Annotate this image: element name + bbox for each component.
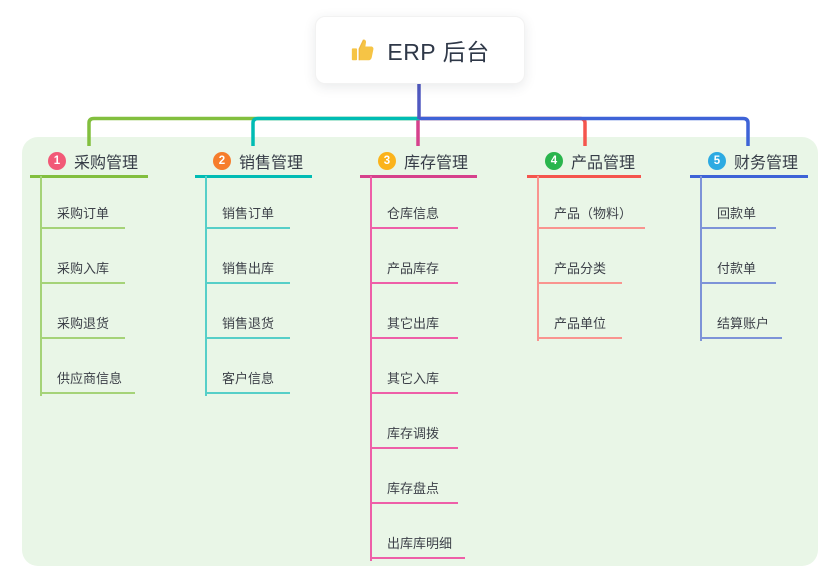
branch-header-finance[interactable]: 5 财务管理 [690,147,808,178]
child-node[interactable]: 产品库存 [370,260,458,284]
child-node[interactable]: 销售出库 [205,260,290,284]
badge-2: 2 [213,152,231,170]
child-node[interactable]: 客户信息 [205,370,290,394]
child-node[interactable]: 库存调拨 [370,425,458,449]
child-node[interactable]: 出库库明细 [370,535,466,559]
branch-title: 财务管理 [734,155,799,172]
child-node[interactable]: 其它入库 [370,370,458,394]
branches-panel [22,137,818,566]
root-title: ERP 后台 [387,39,490,65]
child-node[interactable]: 销售订单 [205,205,290,229]
child-node[interactable]: 其它出库 [370,315,458,339]
thumbs-up-icon [352,39,374,61]
child-node[interactable]: 销售退货 [205,315,290,339]
child-node[interactable]: 供应商信息 [40,370,136,394]
child-node[interactable]: 产品（物料） [537,205,646,229]
branch-line [40,176,42,396]
child-node[interactable]: 仓库信息 [370,205,458,229]
branch-header-inventory[interactable]: 3 库存管理 [360,147,477,178]
branch-title: 采购管理 [74,155,139,172]
branch-header-product[interactable]: 4 产品管理 [527,147,641,178]
branch-header-purchase[interactable]: 1 采购管理 [30,147,148,178]
branch-line [205,176,207,396]
child-node[interactable]: 结算账户 [700,315,783,339]
child-node[interactable]: 采购订单 [40,205,125,229]
root-node[interactable]: ERP 后台 [315,16,525,84]
child-node[interactable]: 库存盘点 [370,480,458,504]
child-node[interactable]: 付款单 [700,260,776,284]
branch-title: 库存管理 [404,155,469,172]
badge-1: 1 [48,152,66,170]
branch-title: 销售管理 [239,155,304,172]
branch-line [370,176,372,561]
child-node[interactable]: 采购退货 [40,315,125,339]
child-node[interactable]: 产品分类 [537,260,622,284]
branch-line [537,176,539,341]
child-node[interactable]: 产品单位 [537,315,622,339]
badge-3: 3 [378,152,396,170]
child-node[interactable]: 回款单 [700,205,776,229]
badge-5: 5 [708,152,726,170]
branch-line [700,176,702,341]
branch-header-sales[interactable]: 2 销售管理 [195,147,312,178]
branch-title: 产品管理 [571,155,636,172]
badge-4: 4 [545,152,563,170]
child-node[interactable]: 采购入库 [40,260,125,284]
